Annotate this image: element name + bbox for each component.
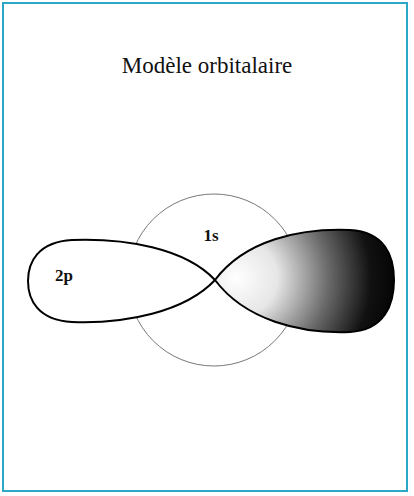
p-orbital-left-lobe (28, 240, 215, 322)
orbital-label: 1s (203, 226, 218, 246)
diagram-title: Modèle orbitalaire (122, 53, 293, 79)
p-orbital-right-lobe (215, 230, 394, 332)
orbital-label: 2p (55, 266, 73, 286)
